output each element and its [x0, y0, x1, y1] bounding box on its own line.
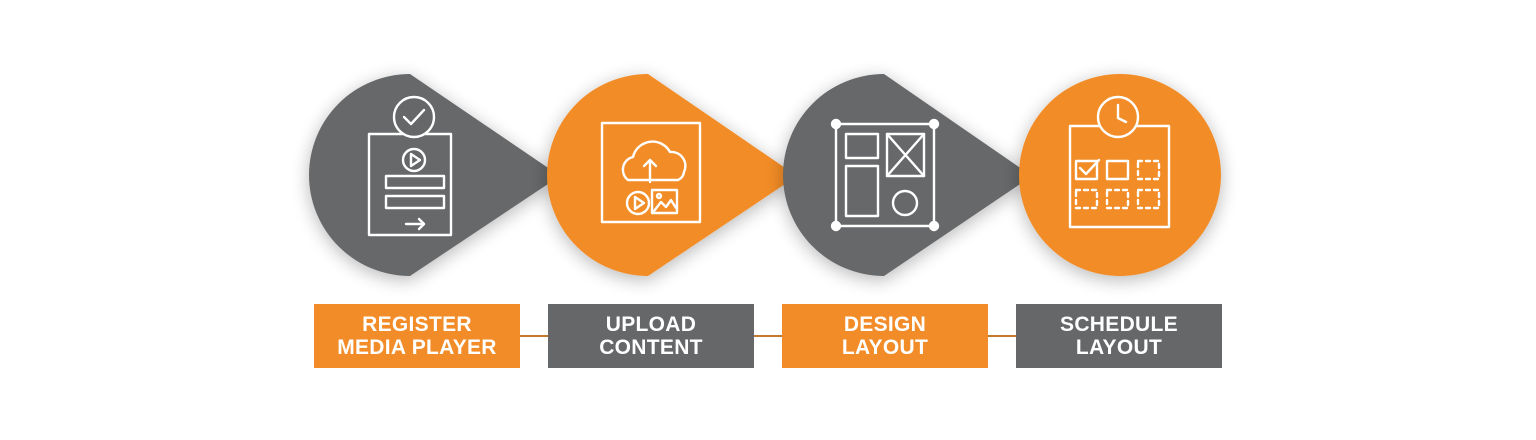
- connector-3: [988, 335, 1016, 337]
- step-3-label-box: DESIGN LAYOUT: [782, 304, 988, 368]
- upload-content-icon: [600, 121, 702, 224]
- step-1-label: REGISTER MEDIA PLAYER: [337, 313, 497, 359]
- design-layout-icon: [830, 118, 940, 232]
- connector-2: [754, 335, 782, 337]
- step-1-label-box: REGISTER MEDIA PLAYER: [314, 304, 520, 368]
- step-2-shape: [547, 74, 797, 276]
- register-media-player-icon: [367, 95, 453, 237]
- step-4-label: SCHEDULE LAYOUT: [1060, 313, 1178, 359]
- step-4-label-box: SCHEDULE LAYOUT: [1016, 304, 1222, 368]
- connector-1: [520, 335, 548, 337]
- step-3-label: DESIGN LAYOUT: [841, 313, 929, 359]
- schedule-layout-icon: [1068, 95, 1171, 229]
- step-2-label: UPLOAD CONTENT: [599, 313, 703, 359]
- step-2-label-box: UPLOAD CONTENT: [548, 304, 754, 368]
